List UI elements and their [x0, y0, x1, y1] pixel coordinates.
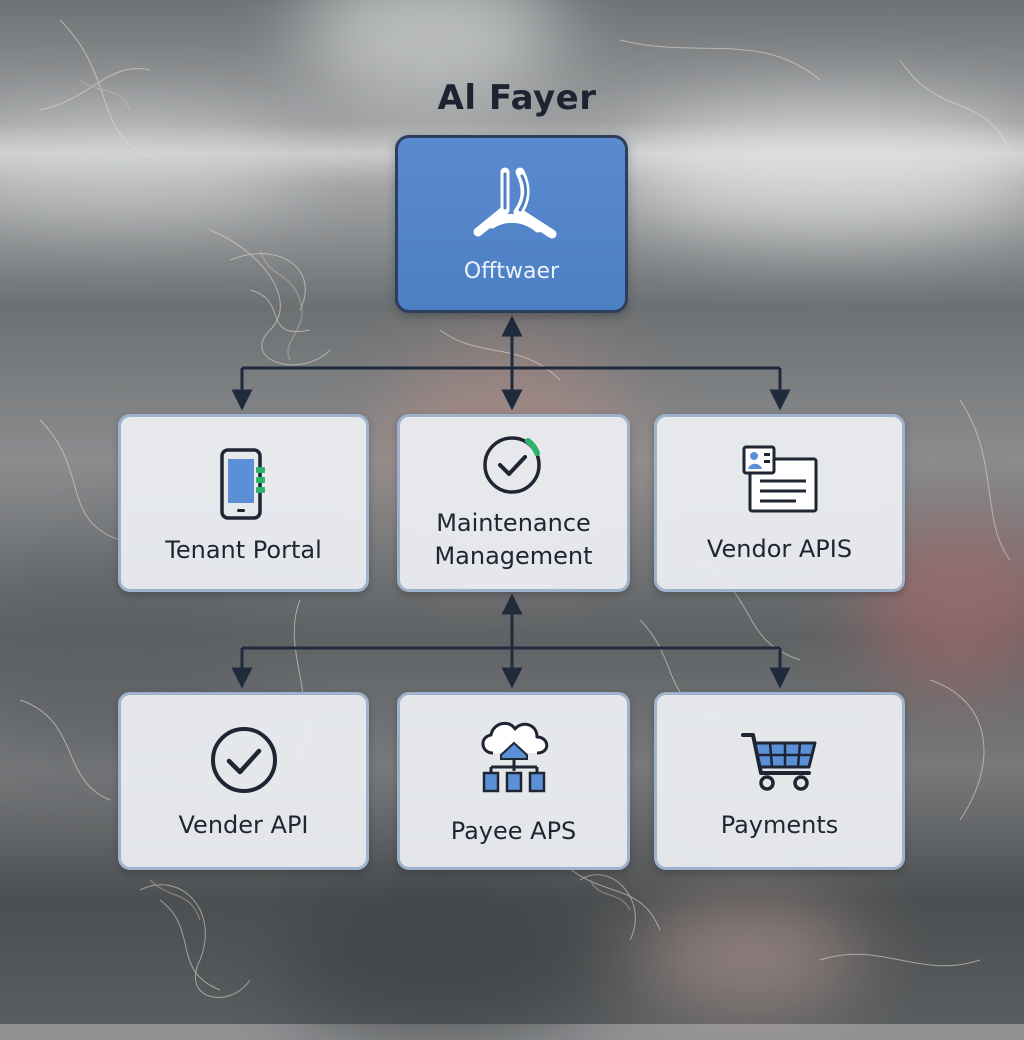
node-label: Maintenance Management — [434, 509, 593, 570]
node-label: Vender API — [178, 811, 309, 839]
id-document-icon — [742, 445, 817, 513]
node-label: Payments — [720, 811, 839, 839]
node-vender-api[interactable]: Vender API — [118, 692, 369, 870]
tri-blade-logo-icon — [473, 167, 557, 239]
node-label: Vendor APIS — [706, 535, 853, 563]
node-payee-aps[interactable]: Payee APS — [397, 692, 630, 870]
root-node-label: Offtwaer — [463, 259, 560, 284]
root-node[interactable]: Offtwaer — [395, 135, 628, 313]
cloud-network-icon — [481, 721, 548, 793]
mobile-phone-icon — [219, 448, 265, 520]
node-tenant-portal[interactable]: Tenant Portal — [118, 414, 369, 592]
node-label: Payee APS — [450, 817, 577, 845]
check-circle-icon — [210, 727, 277, 793]
node-maintenance-management[interactable]: Maintenance Management — [397, 414, 630, 592]
node-vendor-apis[interactable]: Vendor APIS — [654, 414, 905, 592]
shopping-cart-icon — [740, 733, 816, 791]
check-circle-icon — [482, 436, 541, 494]
node-payments[interactable]: Payments — [654, 692, 905, 870]
node-label: Tenant Portal — [165, 536, 322, 564]
diagram-title: Al Fayer — [437, 78, 597, 118]
